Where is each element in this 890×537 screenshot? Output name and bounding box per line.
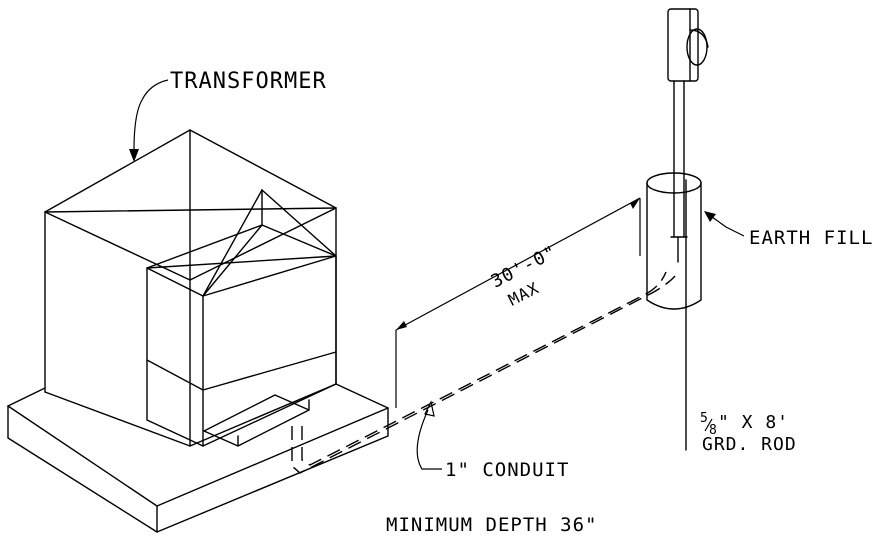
meter-assembly <box>667 8 709 451</box>
earth-fill-callout: EARTH FILL <box>704 211 873 249</box>
transformer-label: TRANSFORMER <box>170 69 327 94</box>
rod-size-rest: " X 8' <box>718 412 789 433</box>
conduit <box>291 271 676 474</box>
grd-rod-callout: 5 8 " X 8' GRD. ROD <box>700 411 797 455</box>
conduit-callout: 1" CONDUIT <box>416 400 569 481</box>
transformer-callout: TRANSFORMER <box>129 69 327 162</box>
grd-rod-label: GRD. ROD <box>702 434 797 455</box>
transformer-pad <box>7 383 389 533</box>
transformer-body <box>44 129 337 447</box>
min-depth-label: MINIMUM DEPTH 36" <box>386 514 597 536</box>
earth-fill-label: EARTH FILL <box>749 227 873 249</box>
distance-dimension: 30'-0" MAX <box>395 197 641 408</box>
rod-size-num: 5 <box>700 411 709 426</box>
rod-size-den: 8 <box>709 423 718 438</box>
conduit-label: 1" CONDUIT <box>445 459 569 481</box>
